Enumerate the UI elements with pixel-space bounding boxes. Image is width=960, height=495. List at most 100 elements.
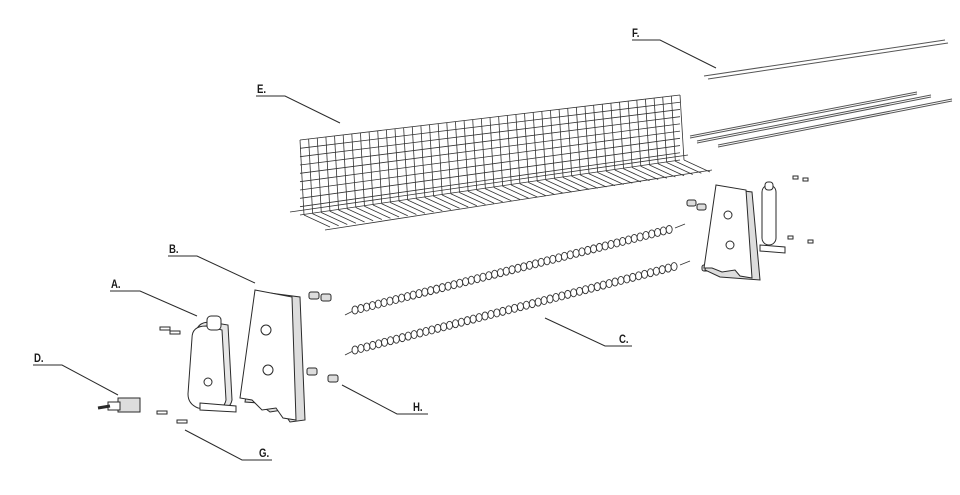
label-b: B. bbox=[169, 242, 179, 256]
mesh-vertical-wire bbox=[653, 98, 659, 164]
mesh-base-wire bbox=[614, 169, 642, 183]
coil-turn bbox=[540, 296, 548, 305]
coil-turn bbox=[605, 279, 613, 288]
coil-turn bbox=[522, 300, 530, 310]
leader-d bbox=[33, 364, 119, 396]
leader-c bbox=[544, 317, 632, 347]
mesh-vertical-wire bbox=[584, 106, 590, 174]
coil-turn bbox=[428, 325, 436, 335]
mesh-vertical-wire bbox=[455, 121, 460, 193]
mesh-vertical-wire bbox=[334, 135, 339, 211]
coil-lead bbox=[674, 223, 686, 229]
mesh-vertical-wire bbox=[558, 109, 564, 178]
mesh-base-wire bbox=[571, 175, 598, 189]
coil-turn bbox=[463, 316, 471, 326]
coil-turn bbox=[416, 328, 424, 338]
coil-turn bbox=[587, 283, 595, 293]
mesh-vertical-wire bbox=[541, 111, 547, 181]
coil-turn bbox=[564, 289, 572, 299]
coil-turn bbox=[537, 257, 545, 267]
mesh-horizontal-wire bbox=[299, 94, 681, 141]
coil-turn bbox=[520, 262, 528, 272]
coil-turn bbox=[566, 250, 574, 260]
mesh-vertical-wire bbox=[679, 94, 685, 161]
mesh-vertical-wire bbox=[446, 122, 452, 194]
coil-turn bbox=[625, 235, 632, 245]
mesh-base-wire bbox=[347, 208, 374, 222]
coil-turn bbox=[593, 282, 601, 292]
mesh-vertical-wire bbox=[550, 110, 555, 179]
mesh-base-wire bbox=[390, 202, 417, 215]
coil-turn bbox=[481, 311, 489, 321]
mesh-base-wire bbox=[580, 174, 607, 188]
mesh-vertical-wire bbox=[351, 133, 357, 208]
coil-turn bbox=[601, 241, 609, 251]
mesh-vertical-wire bbox=[325, 136, 331, 212]
mesh-base-wire bbox=[476, 189, 503, 203]
coil-turn bbox=[642, 231, 650, 240]
mesh-vertical-wire bbox=[489, 117, 495, 188]
mesh-vertical-wire bbox=[316, 137, 322, 213]
mesh-base-wire bbox=[442, 194, 469, 208]
label-h: H. bbox=[413, 400, 423, 414]
mesh-horizontal-wire bbox=[299, 109, 681, 158]
mesh-horizontal-wire bbox=[299, 101, 681, 149]
coil-turn bbox=[403, 292, 411, 302]
leader-a bbox=[110, 290, 198, 317]
coil-turn bbox=[517, 302, 524, 312]
coil-turn bbox=[607, 239, 615, 249]
part-e-wire-mesh bbox=[289, 94, 713, 231]
coil-turn bbox=[508, 265, 516, 275]
coil-turn bbox=[409, 290, 417, 300]
coil-turn bbox=[351, 345, 359, 355]
coil-turn bbox=[584, 245, 592, 255]
coil-turn bbox=[457, 317, 465, 327]
coil-turn bbox=[351, 305, 359, 315]
mesh-base-wire bbox=[502, 185, 529, 199]
coil-turn bbox=[531, 259, 539, 269]
label-a: A. bbox=[111, 277, 121, 291]
mesh-base-wire bbox=[666, 162, 693, 175]
coil-turn bbox=[491, 269, 499, 279]
label-f: F. bbox=[632, 26, 640, 40]
mesh-base-wire bbox=[519, 183, 547, 197]
mesh-horizontal-wire bbox=[299, 116, 681, 166]
mesh-vertical-wire bbox=[506, 115, 512, 186]
coil-turn bbox=[641, 269, 648, 279]
mesh-vertical-wire bbox=[299, 139, 305, 216]
coil-turn bbox=[467, 275, 475, 285]
coil-turn bbox=[561, 251, 568, 261]
mesh-base-wire bbox=[675, 160, 702, 174]
mesh-base-wire bbox=[312, 213, 339, 227]
coil-turn bbox=[558, 291, 566, 301]
coil-turn bbox=[440, 322, 448, 332]
mesh-horizontal-wire bbox=[299, 152, 681, 208]
coil-turn bbox=[427, 286, 435, 296]
part-g-screws bbox=[156, 326, 188, 424]
mesh-vertical-wire bbox=[437, 123, 443, 196]
mesh-vertical-wire bbox=[308, 138, 314, 214]
mesh-base-wire bbox=[459, 192, 486, 205]
part-d-toggle-switch bbox=[97, 397, 141, 413]
coil-turn bbox=[433, 284, 440, 294]
coil-turn bbox=[462, 277, 469, 287]
coil-lead bbox=[679, 260, 691, 266]
label-d: D. bbox=[34, 351, 44, 365]
leader-b bbox=[168, 255, 256, 284]
mesh-base-wire bbox=[355, 207, 382, 220]
coil-turn bbox=[444, 281, 452, 291]
coil-turn bbox=[654, 228, 661, 237]
coil-turn bbox=[623, 274, 631, 284]
coil-turn bbox=[487, 310, 495, 319]
right-plate bbox=[703, 175, 814, 281]
mesh-horizontal-wire bbox=[299, 145, 681, 199]
coil-turn bbox=[647, 268, 654, 278]
coil-turn bbox=[404, 331, 412, 341]
coil-turn bbox=[617, 276, 625, 285]
mesh-base-wire bbox=[364, 205, 391, 219]
mesh-base-wire bbox=[597, 172, 624, 185]
coil-turn bbox=[629, 272, 637, 282]
mesh-base-wire bbox=[657, 163, 685, 177]
